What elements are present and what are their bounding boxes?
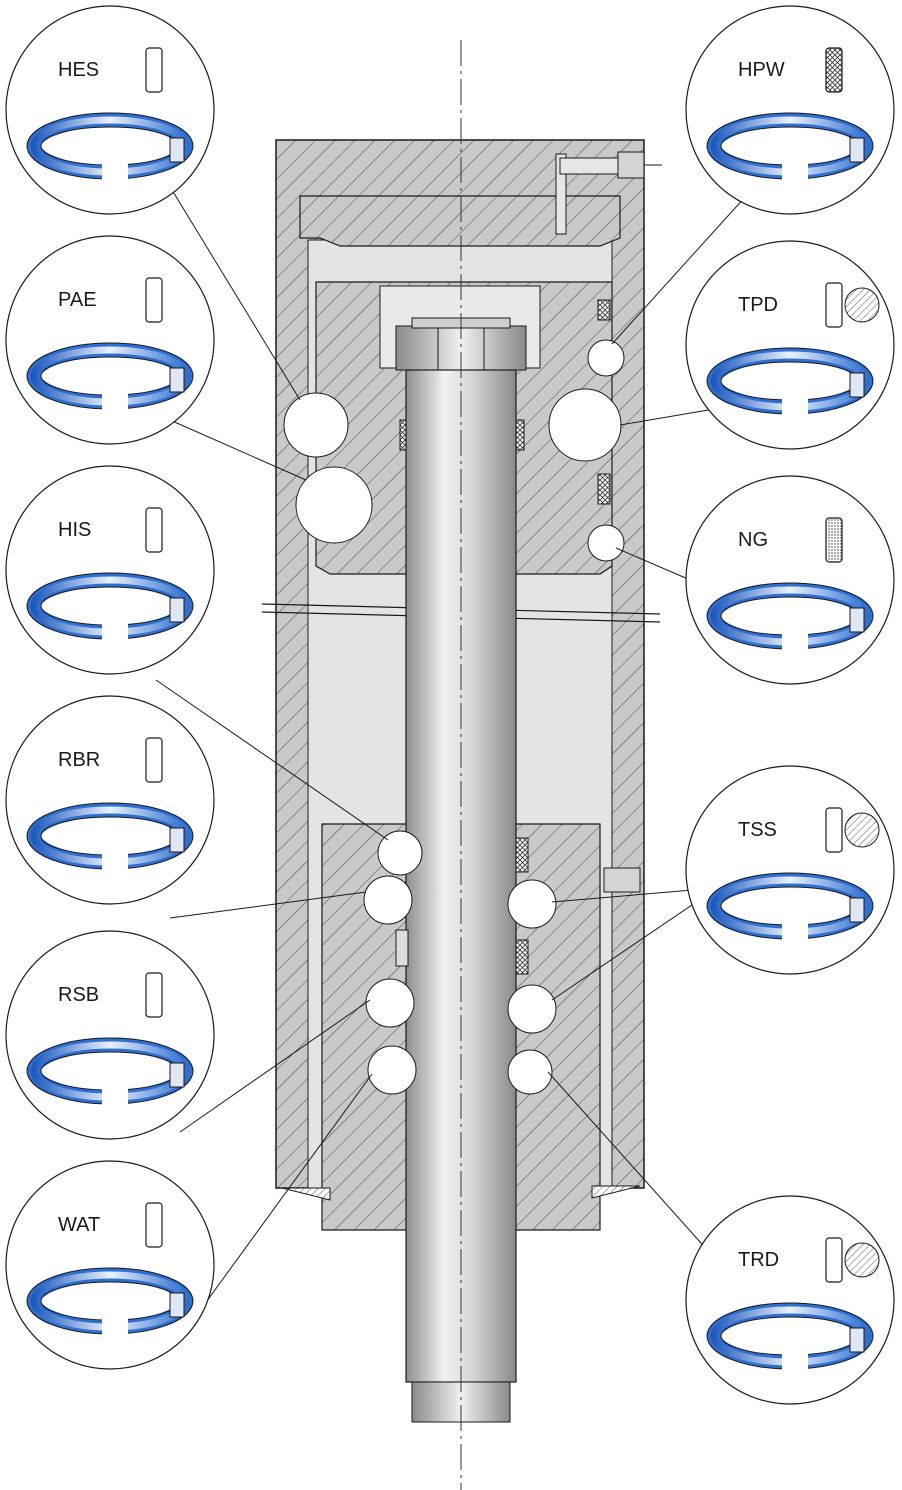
leader-lines <box>155 189 747 1317</box>
seal-profile-icon <box>145 507 163 553</box>
cylinder-assembly <box>261 40 662 1490</box>
seal-ring-illustration <box>26 802 194 874</box>
seal-code-label: HES <box>58 59 99 81</box>
detail-circle-wat <box>367 1045 417 1095</box>
seal-callout-tss: TSS <box>685 765 895 975</box>
seal-profile-icon <box>145 47 163 93</box>
seal-ring-illustration <box>706 347 874 419</box>
seal-code-label: TPD <box>738 294 778 316</box>
end-cap <box>299 195 621 247</box>
seal-profile-icon <box>825 282 880 328</box>
seal-callouts: HES PAE HIS RBR RSB WAT HPW TPD NG TSS TRD <box>5 5 895 1405</box>
detail-circle-hes <box>283 392 349 458</box>
seal-callout-wat: WAT <box>5 1160 215 1370</box>
detail-circle-tss1 <box>507 879 557 929</box>
detail-circle-rsb <box>365 978 415 1028</box>
seal-code-label: TSS <box>738 819 777 841</box>
seal-code-label: TRD <box>738 1249 779 1271</box>
seal-ring-illustration <box>26 342 194 414</box>
detail-circle-pae <box>295 466 373 544</box>
detail-circle-hpw <box>587 339 625 377</box>
seal-callout-ng: NG <box>685 475 895 685</box>
seal-code-label: HPW <box>738 59 785 81</box>
seal-ring-illustration <box>26 1037 194 1109</box>
seal-code-label: RBR <box>58 749 100 771</box>
detail-circle-tss2 <box>507 984 557 1034</box>
seal-ring-illustration <box>26 112 194 184</box>
hydraulic-port <box>555 151 662 235</box>
piston-wear-ring <box>597 299 611 321</box>
seal-profile-icon <box>825 517 843 563</box>
seal-callout-tpd: TPD <box>685 240 895 450</box>
seal-profile-icon <box>145 972 163 1018</box>
seal-code-label: RSB <box>58 984 99 1006</box>
seal-code-label: HIS <box>58 519 91 541</box>
seal-ring-illustration <box>706 872 874 944</box>
seal-ring-illustration <box>706 582 874 654</box>
seal-profile-icon <box>145 1202 163 1248</box>
bottom-port <box>603 867 641 893</box>
seal-profile-icon <box>825 47 843 93</box>
seal-callout-pae: PAE <box>5 235 215 445</box>
seal-profile-icon <box>145 737 163 783</box>
seal-ring-illustration <box>706 112 874 184</box>
detail-circle-rbr <box>363 875 413 925</box>
gland-guide-ring <box>515 837 529 873</box>
gland-guide-ring <box>395 929 409 967</box>
seal-code-label: PAE <box>58 289 97 311</box>
piston-guide-strip <box>597 473 611 505</box>
seal-ring-illustration <box>26 572 194 644</box>
seal-callout-his: HIS <box>5 465 215 675</box>
scraper-lip-left <box>281 1187 331 1201</box>
seal-profile-icon <box>825 1237 880 1283</box>
gland-guide-ring <box>515 939 529 975</box>
seal-code-label: NG <box>738 529 768 551</box>
seal-callout-trd: TRD <box>685 1195 895 1405</box>
seal-callout-hpw: HPW <box>685 5 895 215</box>
seal-callout-hes: HES <box>5 5 215 215</box>
seal-code-label: WAT <box>58 1214 100 1236</box>
detail-magnifiers <box>283 339 625 1095</box>
detail-circle-tpd <box>548 388 622 462</box>
seal-callout-rbr: RBR <box>5 695 215 905</box>
seal-ring-illustration <box>706 1302 874 1374</box>
seal-profile-icon <box>825 807 880 853</box>
seal-ring-illustration <box>26 1267 194 1339</box>
detail-circle-trd <box>507 1049 553 1095</box>
detail-circle-his <box>377 830 423 876</box>
seal-callout-rsb: RSB <box>5 930 215 1140</box>
seal-profile-icon <box>145 277 163 323</box>
detail-circle-ng <box>587 524 625 562</box>
scraper-lip-right <box>591 1185 641 1199</box>
